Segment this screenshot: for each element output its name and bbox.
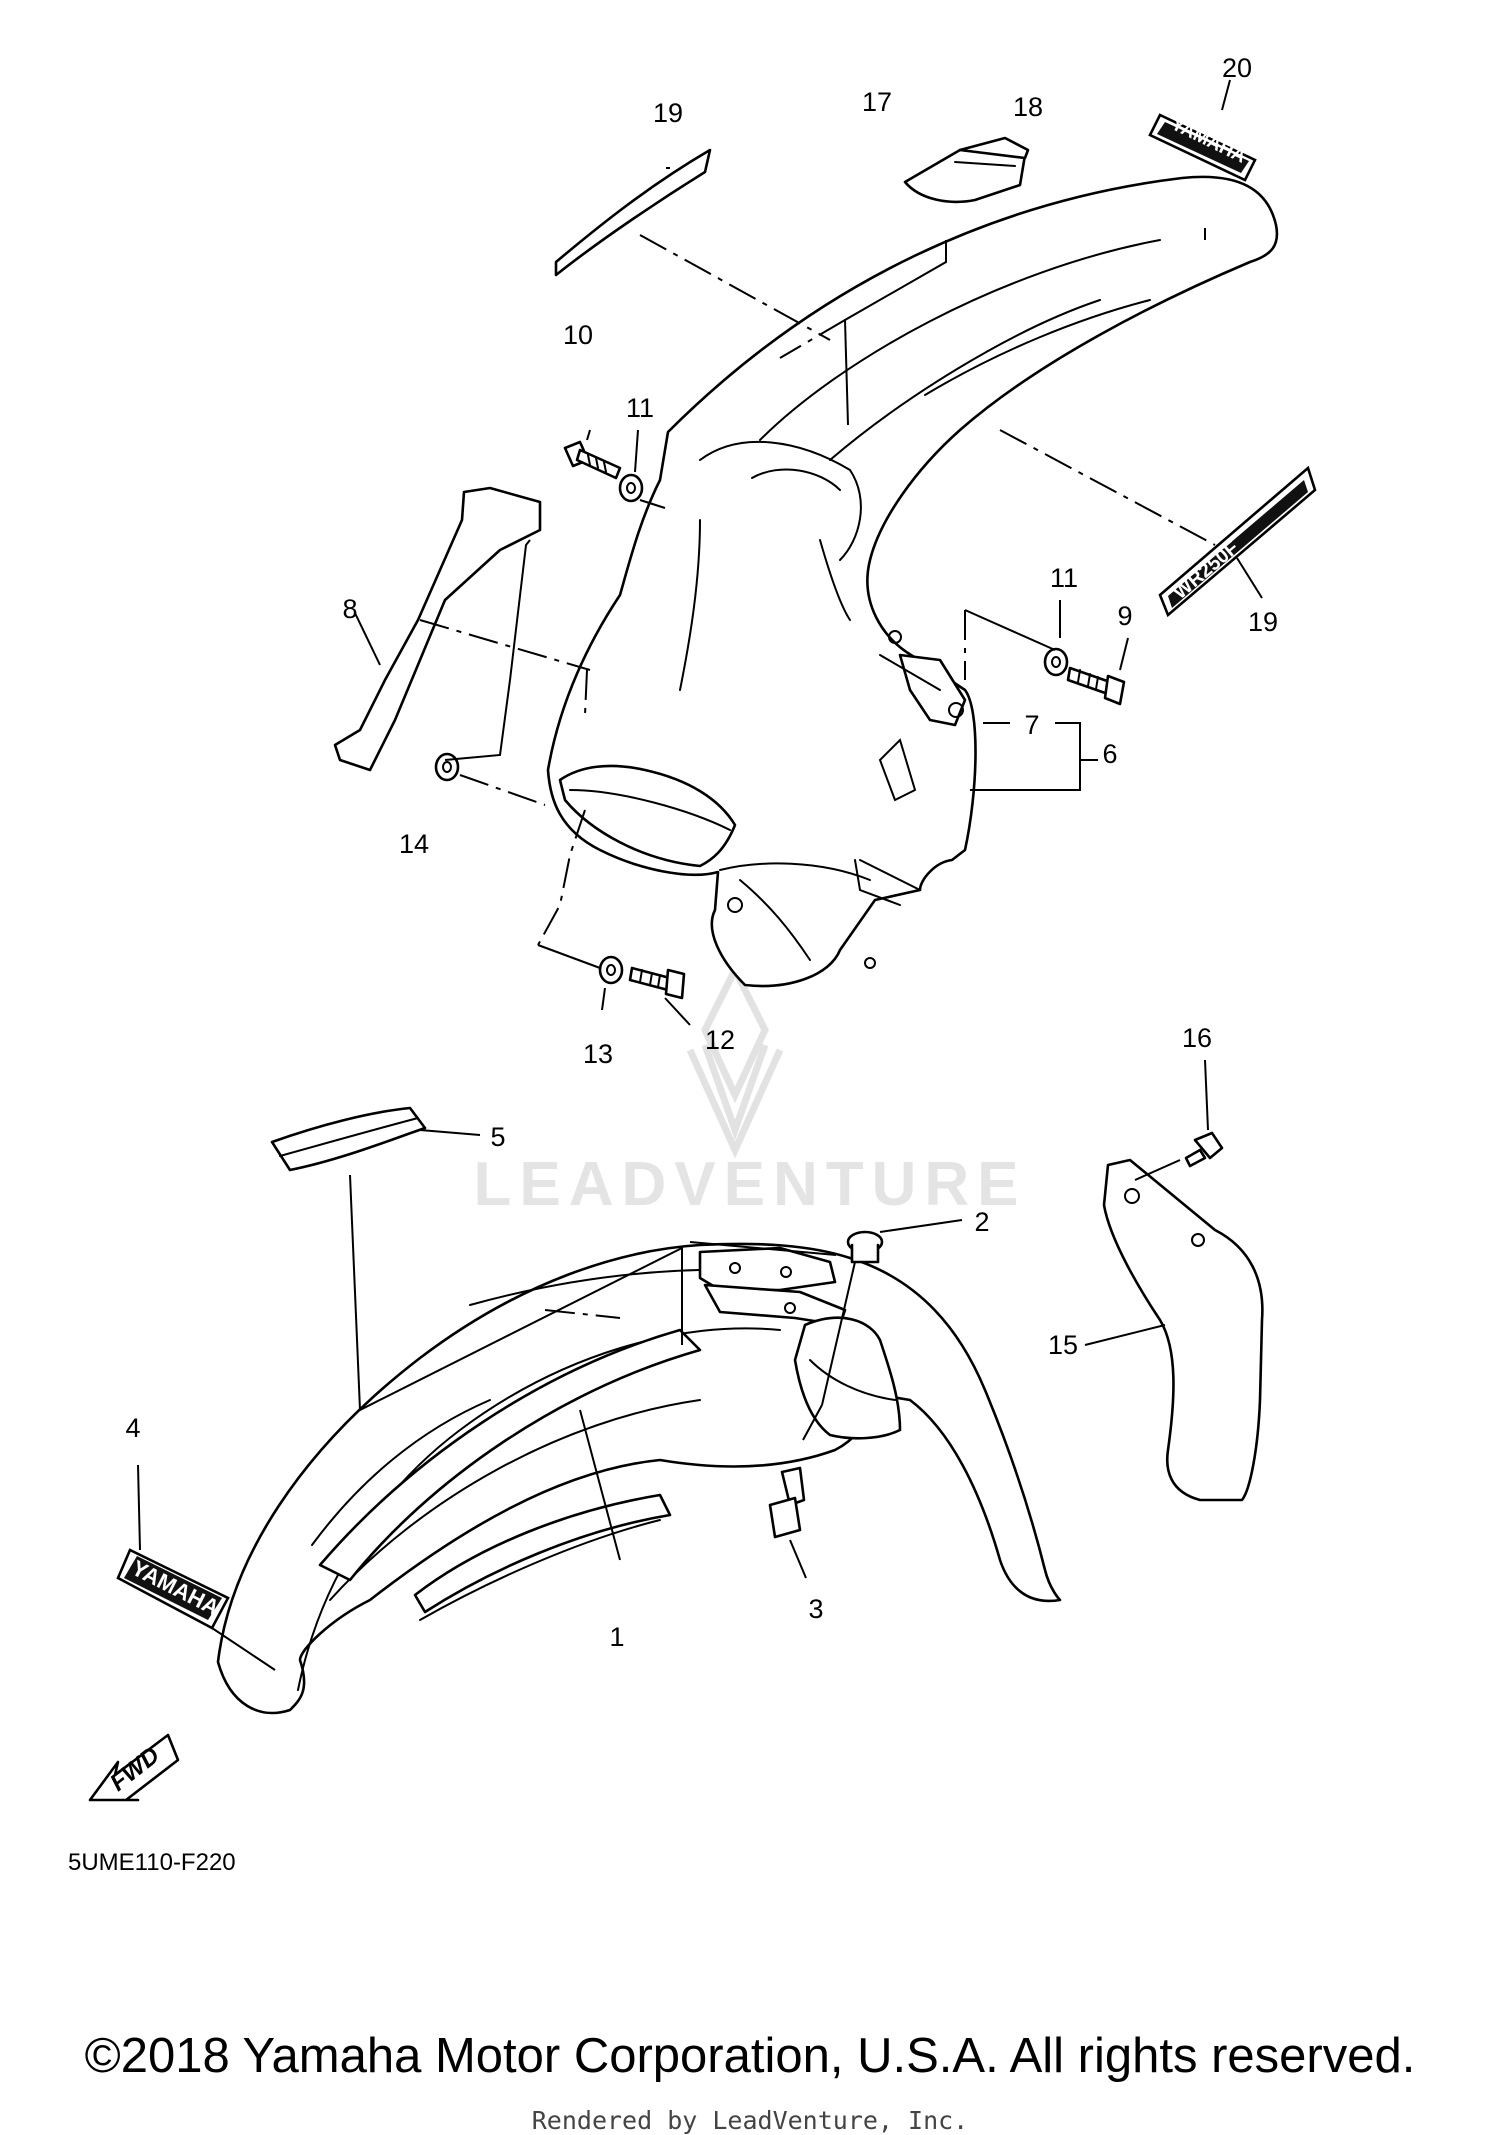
callout-14: 14: [399, 829, 429, 859]
side-panel-8[interactable]: [333, 486, 542, 772]
callout-3: 3: [808, 1594, 823, 1624]
bolt-12[interactable]: [628, 966, 686, 1000]
leader-lines: [137, 79, 1263, 1671]
bolt-10[interactable]: [563, 440, 622, 480]
callout-2: 2: [974, 1207, 989, 1237]
washer-11-top[interactable]: [618, 473, 644, 503]
callout-15: 15: [1048, 1330, 1078, 1360]
diagram-code: 5UME110-F220: [68, 1849, 236, 1876]
bolt-9[interactable]: [1066, 666, 1126, 706]
callout-9: 9: [1117, 601, 1132, 631]
callout-20: 20: [1222, 53, 1252, 83]
callout-13: 13: [583, 1039, 613, 1069]
washer-11-right[interactable]: [1043, 647, 1069, 677]
front-fender[interactable]: [216, 1242, 1062, 1715]
callout-4: 4: [125, 1413, 140, 1443]
callout-10: 10: [563, 320, 593, 350]
stripe-decal-19-left[interactable]: [554, 148, 712, 277]
washer-13[interactable]: [598, 955, 624, 985]
callout-6: 6: [1102, 739, 1117, 769]
yamaha-decal-20[interactable]: YAMAHA: [1148, 113, 1257, 182]
callout-labels: 19 17 18 20 10 11 11 9 19 8 7 6 14 13 12…: [125, 53, 1278, 1652]
pad-17-18[interactable]: [903, 136, 1030, 204]
grommet-2[interactable]: [846, 1230, 884, 1264]
wr250f-text: WR250F: [1169, 537, 1243, 604]
copyright-notice: ©2018 Yamaha Motor Corporation, U.S.A. A…: [84, 2029, 1416, 2083]
callout-11-top: 11: [626, 393, 654, 423]
callout-18: 18: [1013, 92, 1043, 122]
callout-19-right: 19: [1248, 607, 1278, 637]
leadventure-watermark: LEADVENTURE: [473, 962, 1026, 1219]
watermark-text: LEADVENTURE: [473, 1150, 1026, 1219]
screw-16[interactable]: [1184, 1131, 1224, 1168]
fwd-arrow-icon: FWD: [88, 1733, 180, 1802]
callout-11-right: 11: [1050, 563, 1078, 593]
bolt-3[interactable]: [768, 1466, 806, 1539]
bracket-7[interactable]: [879, 653, 967, 727]
callout-8: 8: [342, 594, 357, 624]
callout-19-left: 19: [653, 98, 683, 128]
callout-7: 7: [1024, 710, 1039, 740]
stripe-decal-5[interactable]: [270, 1106, 427, 1172]
fork-guard-15[interactable]: [1102, 1158, 1264, 1502]
callout-5: 5: [490, 1122, 505, 1152]
callout-17: 17: [862, 87, 892, 117]
rendered-by: Rendered by LeadVenture, Inc.: [531, 2106, 969, 2135]
callout-1: 1: [609, 1622, 624, 1652]
washer-14[interactable]: [434, 752, 460, 782]
wr250f-decal-19-right[interactable]: WR250F: [1158, 465, 1317, 618]
callout-12: 12: [705, 1025, 735, 1055]
yamaha-decal-4[interactable]: YAMAHA: [116, 1548, 230, 1630]
callout-16: 16: [1182, 1023, 1212, 1053]
rear-fender[interactable]: [546, 175, 1279, 988]
